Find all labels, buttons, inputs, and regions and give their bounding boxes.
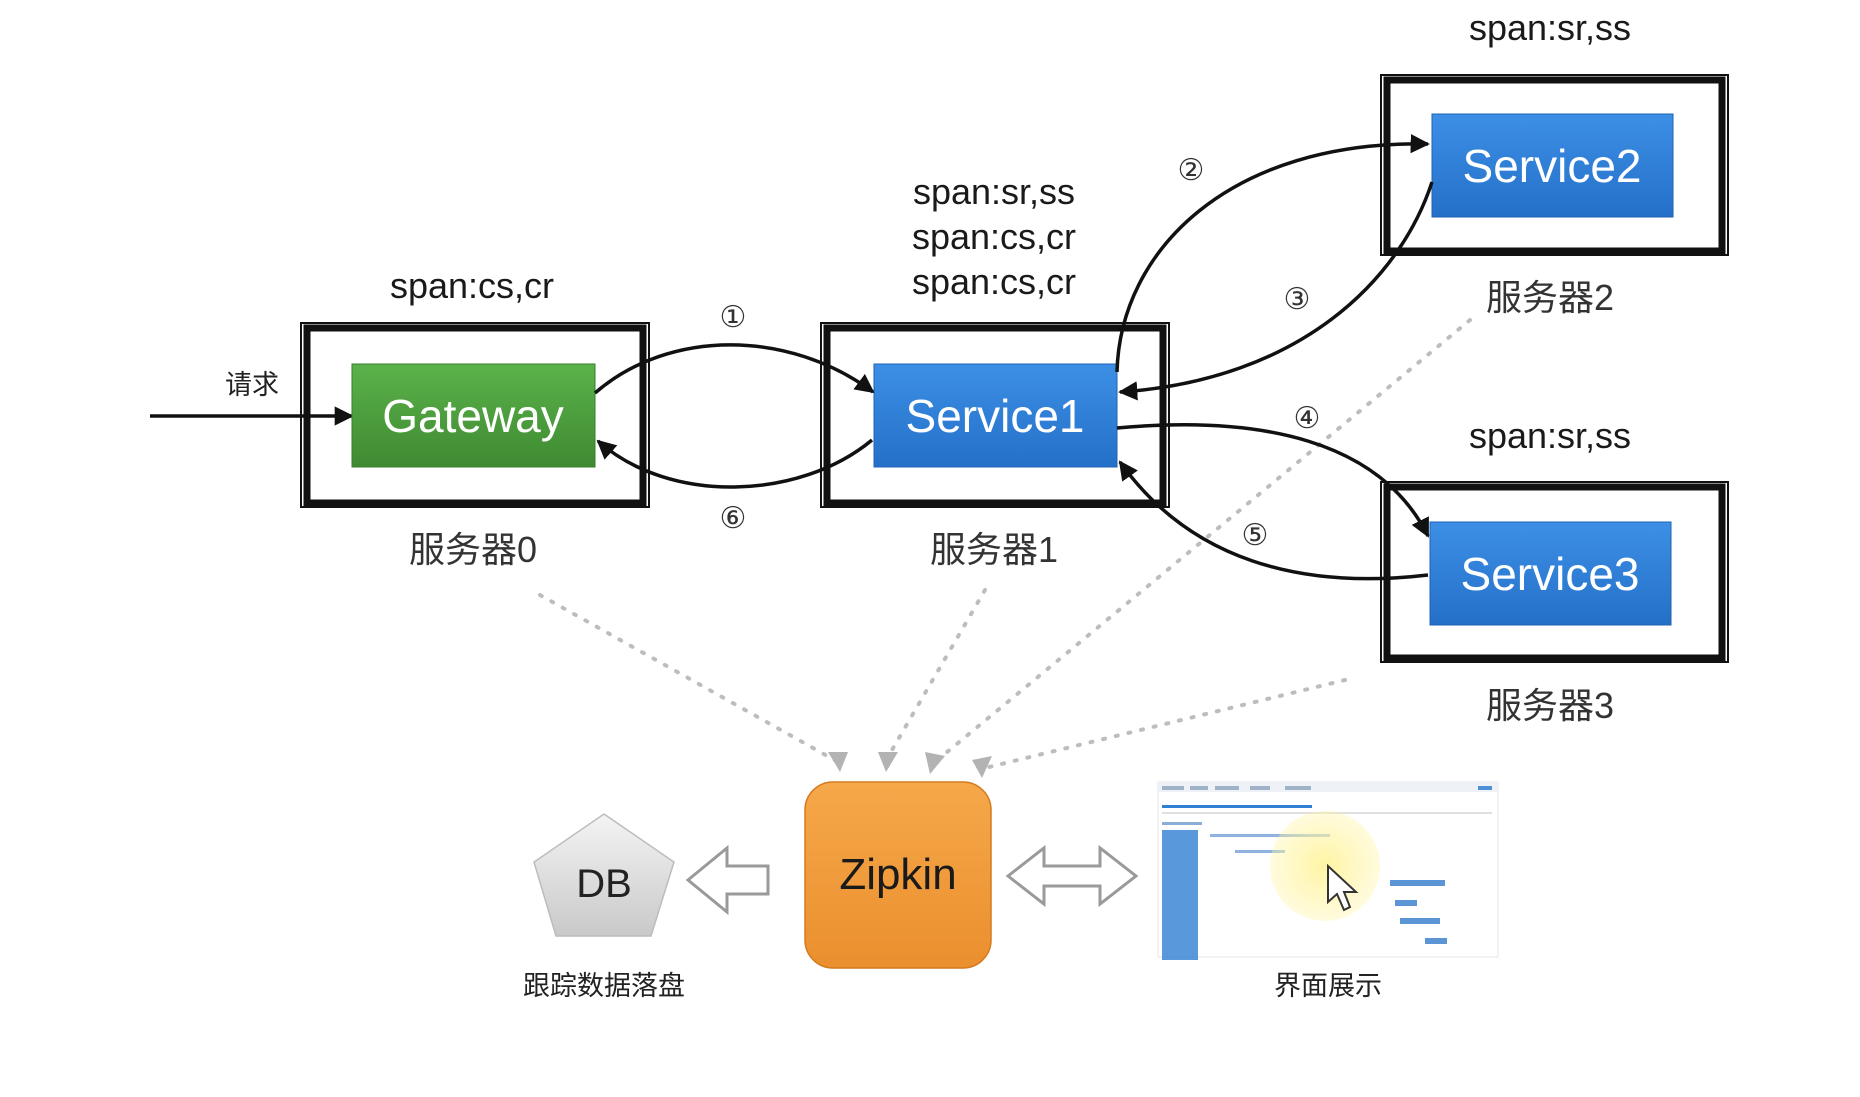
service1-span-label: span:sr,ss xyxy=(913,171,1075,212)
step-marker-1: ① xyxy=(720,301,747,334)
report-arrowhead xyxy=(828,752,848,772)
service2-span-label: span:sr,ss xyxy=(1469,7,1631,48)
call-flow xyxy=(593,134,1434,581)
request-label: 请求 xyxy=(225,370,279,400)
report-arrowhead xyxy=(878,752,898,772)
service1-span-label: span:cs,cr xyxy=(912,216,1076,257)
server-frame-2 xyxy=(1380,74,1729,256)
gateway-node: Gateway xyxy=(351,363,596,468)
service2-label: Service2 xyxy=(1463,140,1642,192)
report-line-server0 xyxy=(538,593,840,764)
service1-label: Service1 xyxy=(906,390,1085,442)
persist-arrow xyxy=(685,844,770,916)
service3-span-label: span:sr,ss xyxy=(1469,415,1631,456)
zipkin-label: Zipkin xyxy=(839,850,956,899)
zipkin-node: Zipkin xyxy=(804,781,992,969)
cursor-highlight xyxy=(1270,811,1380,921)
server3-label: 服务器3 xyxy=(1486,685,1614,726)
request-arrow: 请求 xyxy=(150,370,354,426)
service3-node: Service3 xyxy=(1429,521,1672,626)
server2-label: 服务器2 xyxy=(1486,277,1614,318)
mouse-cursor-icon xyxy=(1327,863,1359,912)
step-marker-5: ⑤ xyxy=(1242,519,1269,552)
server-frame-3 xyxy=(1380,481,1729,663)
step-marker-3: ③ xyxy=(1284,283,1311,316)
db-caption: 跟踪数据落盘 xyxy=(523,971,685,1001)
service1-node: Service1 xyxy=(873,363,1118,468)
flow-arrow-2 xyxy=(1115,134,1430,373)
step-marker-2: ② xyxy=(1178,154,1205,187)
report-arrowhead xyxy=(925,752,945,774)
step-marker-6: ⑥ xyxy=(720,502,747,535)
server0-label: 服务器0 xyxy=(409,529,537,570)
report-line-server1 xyxy=(883,588,987,764)
flow-arrow-1 xyxy=(593,343,875,395)
server-frame-1 xyxy=(820,322,1170,508)
ui-link-arrow xyxy=(1005,844,1139,908)
service2-node: Service2 xyxy=(1431,113,1674,218)
report-arrowhead xyxy=(972,756,992,778)
db-label: DB xyxy=(576,862,632,906)
server1-label: 服务器1 xyxy=(930,529,1058,570)
report-line-server3 xyxy=(983,678,1347,770)
service3-label: Service3 xyxy=(1461,548,1640,600)
ui-caption: 界面展示 xyxy=(1274,971,1382,1001)
flow-arrow-3 xyxy=(1118,181,1434,401)
step-marker-4: ④ xyxy=(1294,402,1321,435)
service1-span-label: span:cs,cr xyxy=(912,261,1076,302)
server-frame-0 xyxy=(300,322,650,508)
flow-arrow-5 xyxy=(1118,460,1429,581)
flow-arrow-6 xyxy=(596,438,874,489)
report-lines xyxy=(538,318,1472,778)
ui-screenshot-thumbnail xyxy=(1157,781,1499,960)
db-node: DB xyxy=(533,813,675,937)
gateway-span-label: span:cs,cr xyxy=(390,265,554,306)
report-line-server2 xyxy=(933,318,1472,764)
flow-arrow-4 xyxy=(1116,423,1430,538)
gateway-label: Gateway xyxy=(382,390,564,442)
